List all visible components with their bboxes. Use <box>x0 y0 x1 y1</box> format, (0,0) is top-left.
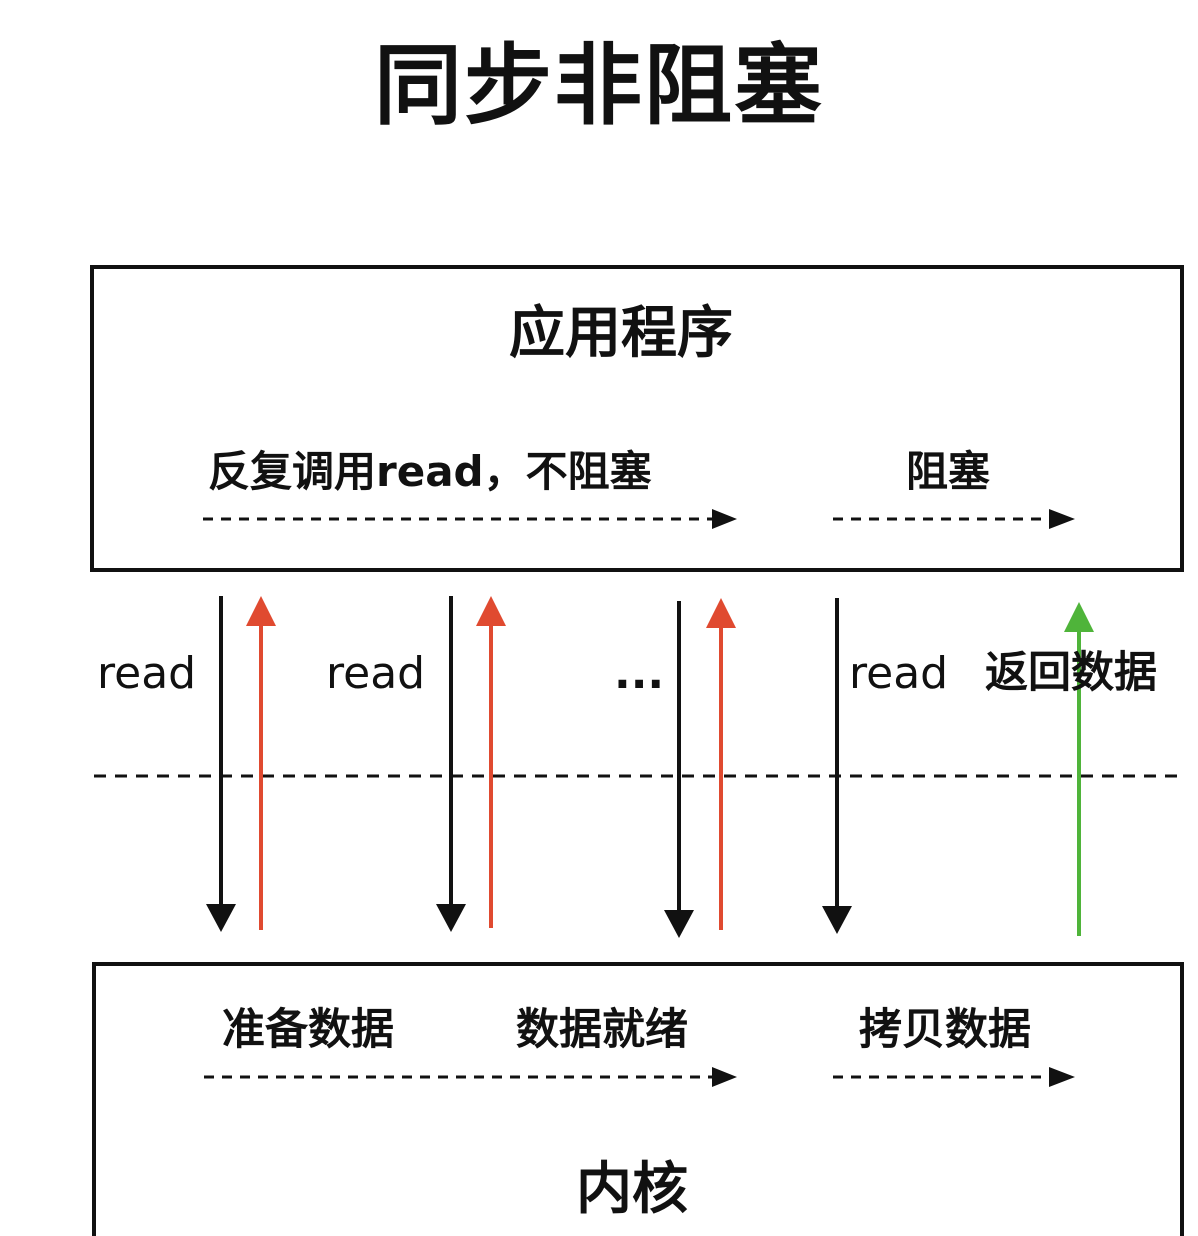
app-box <box>90 265 1184 572</box>
read-call-arrow-4 <box>822 598 852 934</box>
app-phase-label-nonblocking: 反复调用read，不阻塞 <box>208 447 652 496</box>
kernel-phase-arrow-prepare <box>204 1067 737 1087</box>
diagram-title: 同步非阻塞 <box>373 34 824 137</box>
kernel-phase-arrow-copy <box>833 1067 1075 1087</box>
read-label-1: read <box>97 648 197 699</box>
kernel-box-title: 内核 <box>576 1157 688 1222</box>
kernel-phase-label-prepare: 准备数据 <box>222 1005 394 1055</box>
data-return-arrow <box>1064 602 1094 936</box>
ellipsis-label: ... <box>614 648 665 699</box>
kernel-box <box>92 962 1184 1236</box>
kernel-phase-label-copy: 拷贝数据 <box>859 1005 1031 1055</box>
error-return-arrow-3 <box>706 598 736 930</box>
read-label-3: read <box>849 648 949 699</box>
error-return-arrow-1 <box>246 596 276 930</box>
kernel-phase-label-ready: 数据就绪 <box>516 1005 688 1055</box>
app-phase-arrow-blocking <box>833 509 1075 529</box>
read-call-arrow-2 <box>436 596 466 932</box>
app-box-title: 应用程序 <box>509 301 733 366</box>
app-phase-arrow-nonblocking <box>203 509 737 529</box>
read-call-arrow-1 <box>206 596 236 932</box>
app-phase-label-blocking: 阻塞 <box>906 447 991 496</box>
return-data-label: 返回数据 <box>985 648 1157 698</box>
error-return-arrow-2 <box>476 596 506 928</box>
read-call-arrow-3 <box>664 601 694 938</box>
read-label-2: read <box>326 648 426 699</box>
